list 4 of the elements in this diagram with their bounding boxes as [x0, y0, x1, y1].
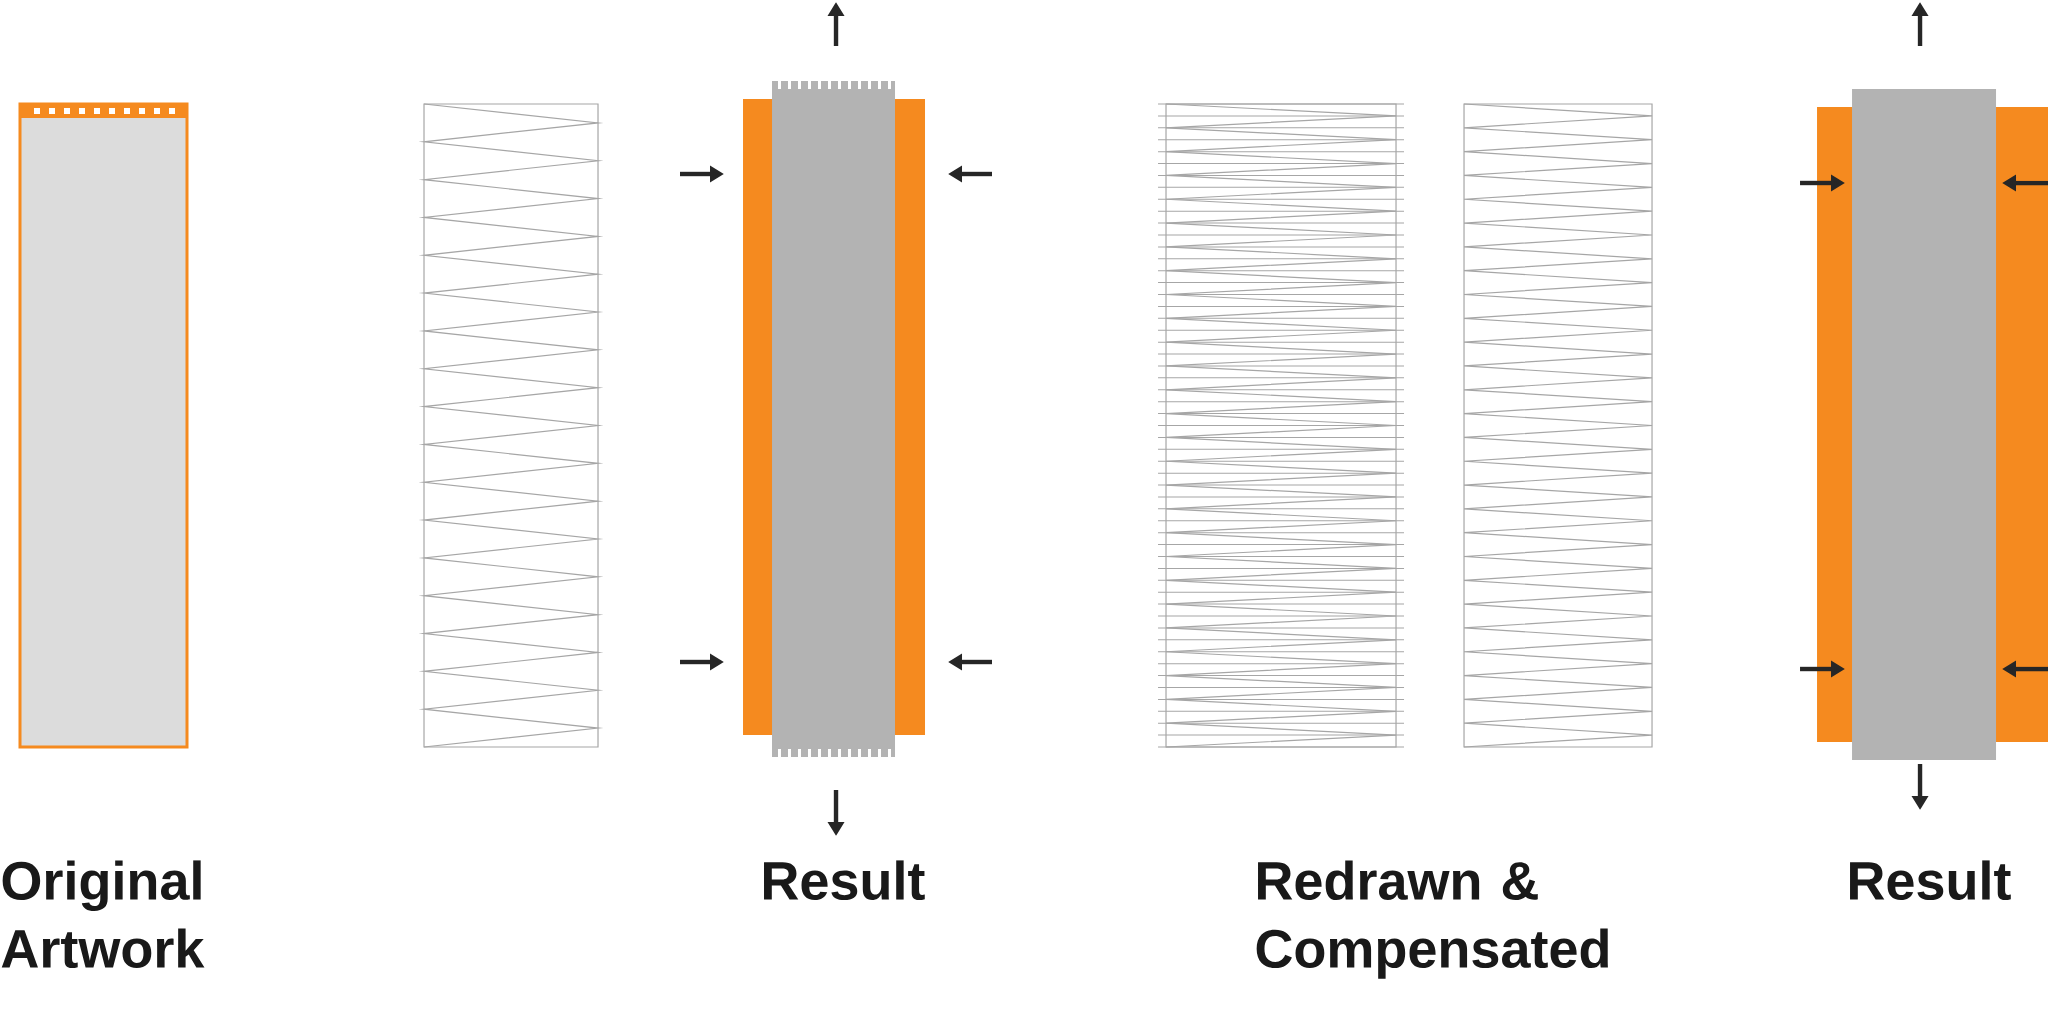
panel-label: Result	[1850, 860, 2011, 901]
panel-label: Result	[764, 860, 925, 901]
panel-label: Original Artwork	[1, 860, 205, 969]
panel-label: Redrawn & Compensated	[1256, 860, 1608, 979]
